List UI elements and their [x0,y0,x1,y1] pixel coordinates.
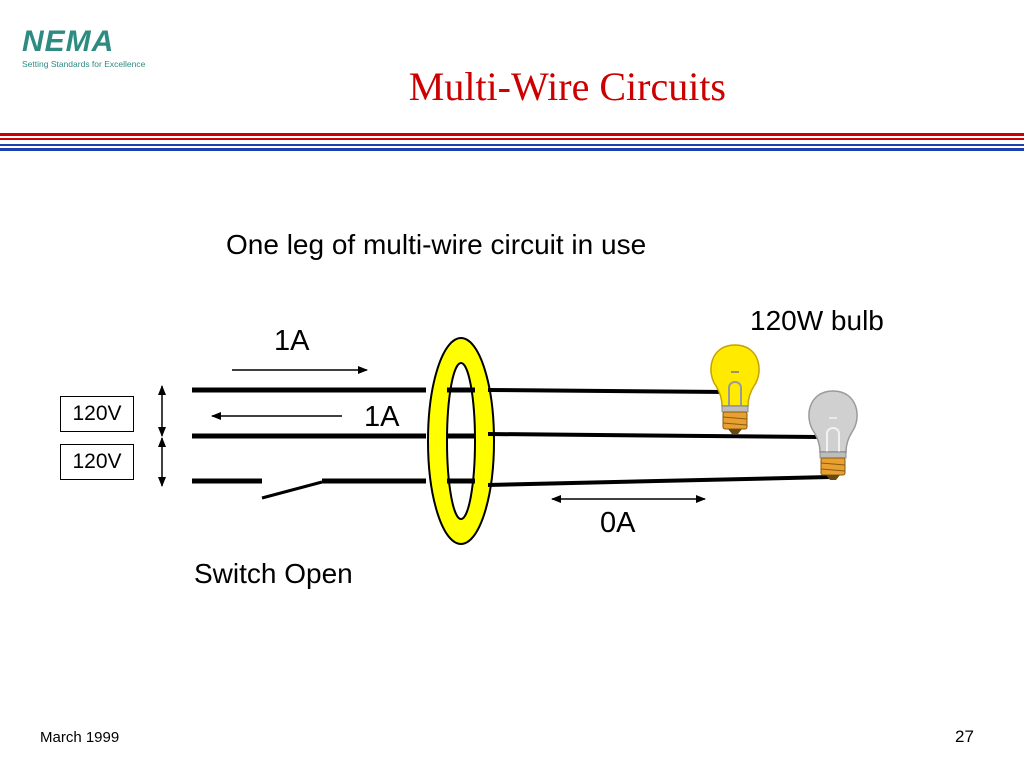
bulb-unlit-icon [808,390,858,480]
nema-logo: NEMA Setting Standards for Excellence [22,26,152,70]
page-number: 27 [955,727,974,746]
wire-middle-right [487,432,819,439]
rule-blue-2 [0,148,1024,151]
logo-tagline: Setting Standards for Excellence [22,59,146,69]
label-current-middle: 1A [364,401,400,433]
wire-bottom-right [487,475,831,487]
logo-wordmark: NEMA [22,25,115,58]
label-current-top: 1A [274,325,310,357]
label-current-bottom: 0A [600,507,636,539]
rule-red-1 [0,133,1024,136]
bulb-lit-icon [710,344,760,434]
rule-red-2 [0,138,1024,140]
diagram-subtitle: One leg of multi-wire circuit in use [226,229,647,260]
voltage-box-lower: 120V [60,444,134,480]
label-bulb: 120W bulb [750,305,884,336]
label-switch-open: Switch Open [194,558,353,589]
page-title: Multi-Wire Circuits [408,64,726,109]
voltage-box-upper: 120V [60,396,134,432]
wire-top-right [487,388,728,394]
switch-blade [261,480,323,500]
current-sensor-ring-hole [446,362,476,520]
rule-blue-1 [0,144,1024,146]
footer-date: March 1999 [40,729,120,746]
